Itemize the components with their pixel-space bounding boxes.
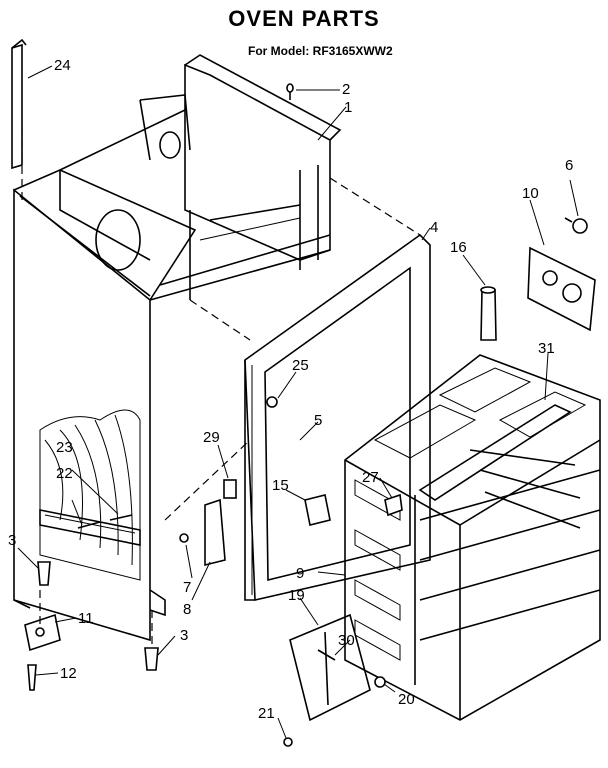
callout-30: 30	[338, 632, 355, 649]
callout-16: 16	[450, 239, 467, 256]
oven-cabinet	[13, 54, 342, 642]
callout-4: 4	[430, 219, 438, 236]
callout-29: 29	[203, 429, 220, 446]
callout-leaders	[17, 65, 579, 739]
callout-22: 22	[56, 465, 73, 482]
callout-6: 6	[565, 157, 573, 174]
diagram-title: OVEN PARTS	[228, 6, 380, 31]
callout-11: 11	[78, 610, 94, 627]
callout-3-left: 3	[8, 532, 16, 549]
front-frame	[244, 233, 431, 601]
callout-23: 23	[56, 439, 73, 456]
callout-12: 12	[60, 665, 77, 682]
dashed-guide-lines	[21, 125, 421, 650]
callout-labels: 24 2 1 4 16 6 10 31 25 5 27 29 15 9 7 8 …	[8, 57, 573, 722]
callout-25: 25	[292, 357, 309, 374]
callout-31: 31	[538, 340, 555, 357]
callout-9: 9	[296, 565, 304, 582]
callout-15: 15	[272, 477, 289, 494]
callout-2: 2	[342, 81, 350, 98]
small-parts	[11, 38, 596, 747]
callout-21: 21	[258, 705, 275, 722]
callout-5: 5	[314, 412, 322, 429]
model-subtitle: For Model: RF3165XWW2	[248, 44, 393, 58]
callout-1: 1	[344, 99, 352, 116]
oven-liner	[344, 354, 601, 721]
callout-8: 8	[183, 601, 191, 618]
callout-10: 10	[522, 185, 539, 202]
callout-27: 27	[362, 469, 379, 486]
callout-3-bottom: 3	[180, 627, 188, 644]
callout-7: 7	[183, 579, 191, 596]
callout-20: 20	[398, 691, 415, 708]
callout-19: 19	[288, 587, 305, 604]
callout-24: 24	[54, 57, 71, 74]
